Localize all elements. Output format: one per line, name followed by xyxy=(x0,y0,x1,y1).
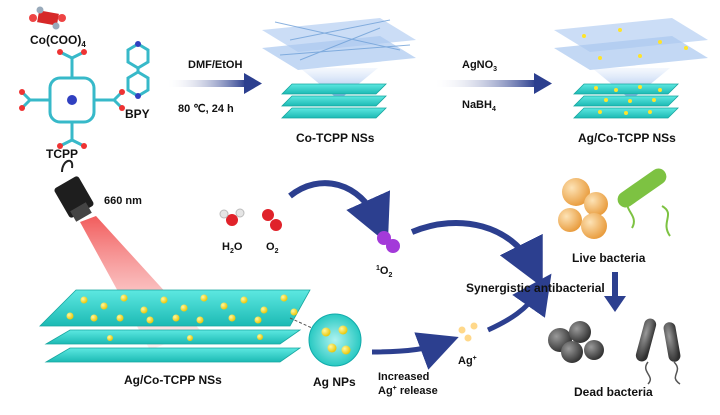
ag-nps-label: Ag NPs xyxy=(313,375,356,389)
oxygen-label: O2 xyxy=(266,241,279,255)
product2-label: Ag/Co-TCPP NSs xyxy=(578,131,676,145)
ag-co-tcpp-sheet-stack xyxy=(39,289,311,363)
step1-solvent: DMF/EtOH xyxy=(188,59,242,71)
bpy-nitrogen-icon xyxy=(135,93,141,99)
ag-co-tcpp-framework-icon xyxy=(554,18,708,100)
product1-label: Co-TCPP NSs xyxy=(296,131,375,145)
bpy-nitrogen-icon xyxy=(135,41,141,47)
water-label: H2O xyxy=(222,241,243,255)
ag-co-tcpp-nanosheets-icon xyxy=(573,83,679,119)
singlet-to-synergy-arrow xyxy=(410,219,543,288)
tcpp-atoms-icon xyxy=(19,49,125,149)
bpy-molecule-icon xyxy=(126,42,150,98)
live-bacteria-icon xyxy=(558,168,671,239)
bpy-label: BPY xyxy=(125,107,150,121)
live-bacteria-label: Live bacteria xyxy=(572,251,646,265)
ros-generation-arrow xyxy=(288,180,391,244)
nanosheet-label: Ag/Co-TCPP NSs xyxy=(124,373,222,387)
killing-arrow xyxy=(604,272,626,312)
silver-ions-icon xyxy=(458,322,478,342)
release-arrow xyxy=(371,332,459,370)
singlet-oxygen-label: 1O2 xyxy=(376,265,392,279)
step2-reagent-a: AgNO3 xyxy=(462,59,497,73)
ag-ion-label: Ag+ xyxy=(458,355,477,367)
laser-wavelength-label: 660 nm xyxy=(104,195,142,207)
synergy-label: Synergistic antibacterial xyxy=(466,281,605,295)
release-label-line2: Ag+ release xyxy=(378,385,438,397)
silver-nanoparticles-icon xyxy=(66,294,298,341)
co-tcpp-framework-icon xyxy=(262,18,416,100)
step1-conditions: 80 ℃, 24 h xyxy=(178,103,234,115)
tcpp-label: TCPP xyxy=(46,147,78,161)
water-molecule-icon xyxy=(219,208,245,226)
synthesis-arrow-2 xyxy=(436,73,552,94)
oxygen-molecule-icon xyxy=(262,209,282,231)
metal-formula-label: Co(COO)4 xyxy=(30,33,86,49)
synthesis-arrow-1 xyxy=(168,73,262,94)
singlet-oxygen-icon xyxy=(377,231,400,253)
cobalt-cluster-icon xyxy=(29,6,66,30)
ag-nps-zoom-icon xyxy=(289,313,362,367)
release-label-line1: Increased xyxy=(378,371,429,383)
co-tcpp-nanosheets-icon xyxy=(281,83,387,119)
dead-bacteria-label: Dead bacteria xyxy=(574,385,653,399)
dead-bacteria-icon xyxy=(548,318,681,385)
step2-reagent-b: NaBH4 xyxy=(462,99,496,113)
ag-to-synergy-arrow xyxy=(486,273,552,333)
laser-device-icon xyxy=(54,159,94,222)
